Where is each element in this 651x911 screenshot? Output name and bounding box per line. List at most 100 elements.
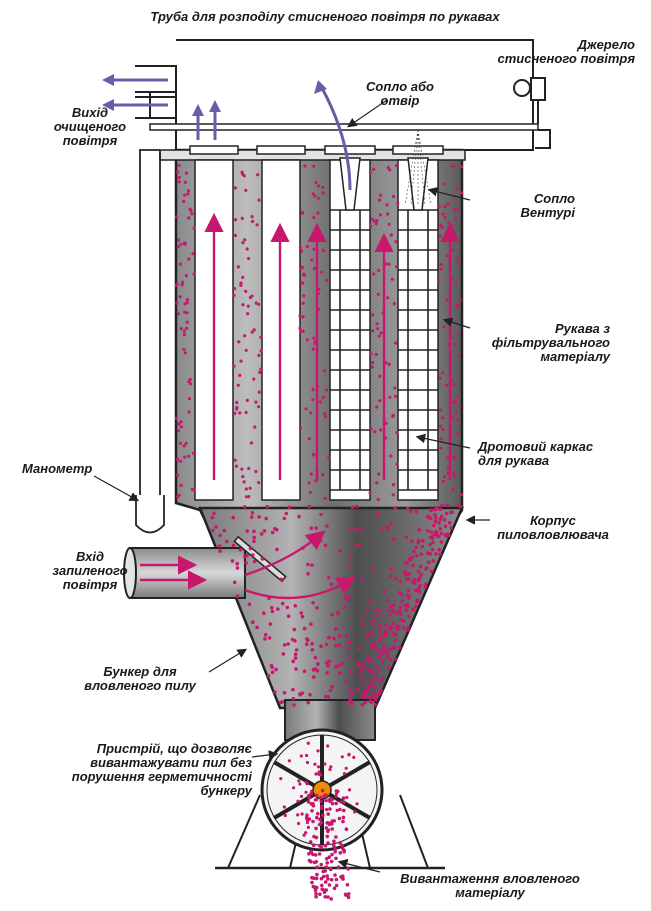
dust-particle <box>306 761 309 764</box>
dust-particle <box>269 622 273 626</box>
compressed-air-header <box>150 124 538 130</box>
dust-particle <box>440 532 444 536</box>
dust-particle <box>254 401 257 404</box>
dust-particle <box>394 395 397 398</box>
dust-particle <box>308 437 311 440</box>
dust-particle <box>343 772 346 775</box>
label-line: для рукава <box>478 454 628 468</box>
dust-particle <box>259 336 262 339</box>
dust-particle <box>373 430 376 433</box>
dust-particle <box>395 240 398 243</box>
dust-particle <box>321 191 324 194</box>
dust-particle <box>376 669 380 673</box>
dust-particle <box>341 874 345 878</box>
label-manometer: Манометр <box>22 462 92 476</box>
dust-particle <box>388 396 391 399</box>
dust-particle <box>335 884 339 888</box>
dust-particle <box>175 215 178 218</box>
dust-particle <box>301 212 304 215</box>
dust-particle <box>355 505 359 509</box>
dust-particle <box>302 302 305 305</box>
dust-particle <box>367 695 371 699</box>
dust-particle <box>361 622 365 626</box>
dust-particle <box>300 611 304 615</box>
dust-particle <box>446 533 450 537</box>
dust-particle <box>312 835 316 839</box>
dust-particle <box>452 488 455 491</box>
label-outlet: Вихід очищеного повітря <box>40 106 140 148</box>
dust-particle <box>333 873 337 877</box>
dust-particle <box>415 554 419 558</box>
dust-particle <box>315 860 319 864</box>
dust-particle <box>243 238 246 241</box>
dust-particle <box>271 670 275 674</box>
dust-particle <box>345 827 348 830</box>
dust-particle <box>378 639 382 643</box>
dust-particle <box>429 509 433 513</box>
dust-particle <box>349 688 353 692</box>
dust-particle <box>223 529 227 533</box>
dust-particle <box>391 622 395 626</box>
label-inlet: Вхід запиленого повітря <box>35 550 145 592</box>
dust-particle <box>325 857 329 861</box>
label-line: стисненого повітря <box>450 52 635 66</box>
dust-particle <box>446 456 449 459</box>
dust-particle <box>270 664 274 668</box>
dust-particle <box>394 633 398 637</box>
dust-particle <box>235 465 238 468</box>
dust-particle <box>299 427 302 430</box>
dust-particle <box>367 599 371 603</box>
dust-particle <box>191 252 194 255</box>
dust-particle <box>377 269 380 272</box>
dust-particle <box>186 298 189 301</box>
dust-particle <box>235 562 239 566</box>
dust-particle <box>337 664 341 668</box>
dust-particle <box>245 554 249 558</box>
dust-particle <box>378 334 381 337</box>
dust-particle <box>399 612 403 616</box>
dust-particle <box>326 895 330 899</box>
dust-particle <box>375 673 379 677</box>
dust-particle <box>369 225 372 228</box>
dust-particle <box>185 274 188 277</box>
dust-particle <box>388 223 391 226</box>
dust-particle <box>375 646 379 650</box>
dust-particle <box>344 893 348 897</box>
dust-particle <box>312 843 316 847</box>
dust-particle <box>324 544 328 548</box>
dust-particle <box>442 212 445 215</box>
dust-particle <box>377 650 381 654</box>
dust-particle <box>427 515 431 519</box>
label-line: вловленого пилу <box>60 679 220 693</box>
dust-particle <box>363 701 367 705</box>
dust-particle <box>245 411 248 414</box>
dust-particle <box>371 568 375 572</box>
dust-particle <box>311 601 315 605</box>
dust-particle <box>241 276 244 279</box>
dust-particle <box>319 539 323 543</box>
dust-particle <box>270 606 274 610</box>
dust-particle <box>305 754 308 757</box>
dust-particle <box>390 568 394 572</box>
dust-particle <box>445 384 448 387</box>
dust-particle <box>386 247 389 250</box>
dust-particle <box>356 688 360 692</box>
dust-particle <box>395 164 398 167</box>
dust-particle <box>311 398 314 401</box>
dust-particle <box>187 258 190 261</box>
dust-particle <box>409 509 413 513</box>
dust-particle <box>447 221 450 224</box>
dust-particle <box>238 374 241 377</box>
dust-particle <box>392 414 395 417</box>
dust-particle <box>306 572 310 576</box>
dust-particle <box>237 384 240 387</box>
dust-particle <box>251 215 254 218</box>
dust-particle <box>260 532 264 536</box>
dust-particle <box>376 512 380 516</box>
dust-particle <box>310 790 313 793</box>
dust-particle <box>238 411 241 414</box>
dust-particle <box>327 456 330 459</box>
dust-particle <box>309 491 312 494</box>
dust-particle <box>247 257 250 260</box>
dust-particle <box>179 460 182 463</box>
